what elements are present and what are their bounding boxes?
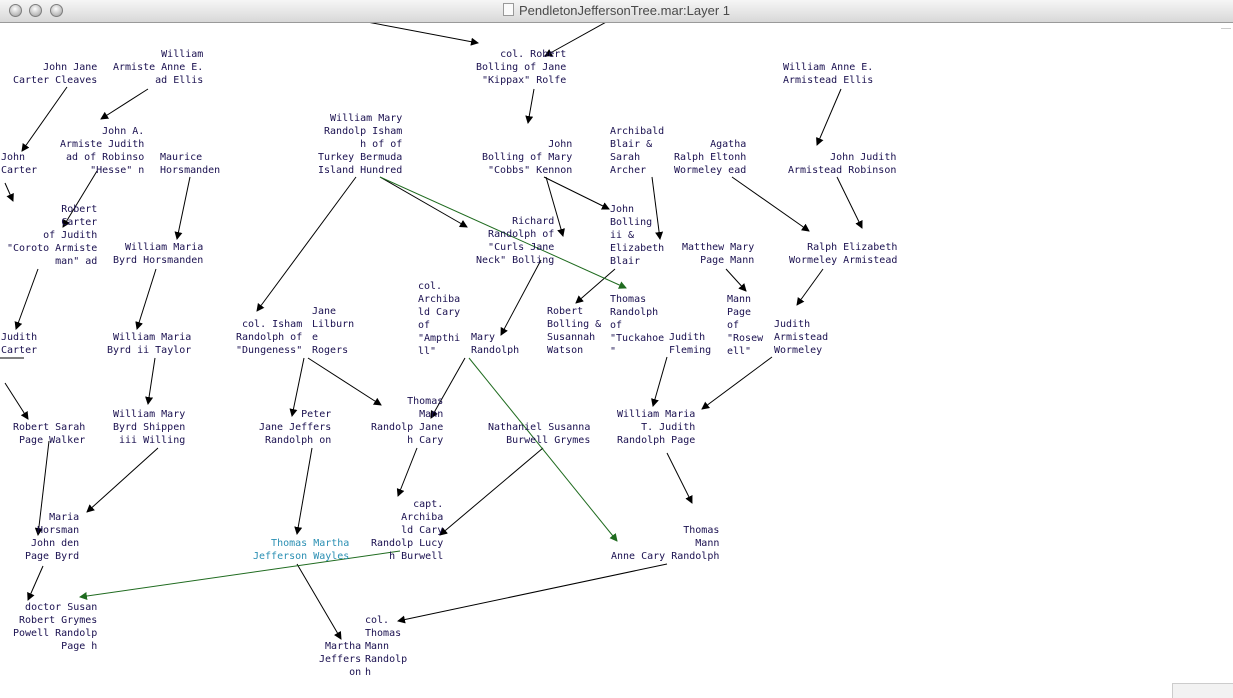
couple-ralph-wormeley-elizabeth-armistead[interactable]: Ralph Elizabeth Wormeley Armistead — [789, 242, 898, 266]
window-title: PendletonJeffersonTree.mar:Layer 1 — [0, 3, 1233, 18]
edge — [575, 268, 616, 304]
couple-ralph-wormeley-agatha-eltonhead[interactable]: Agatha Ralph Eltonh Wormeley ead — [674, 139, 747, 176]
couple-william-armistead-anne-ellis-right[interactable]: William Anne E. Armistead Ellis — [783, 62, 874, 86]
couple-matthew-page-mary-mann[interactable]: Matthew Mary Page Mann — [682, 242, 755, 266]
edge — [100, 88, 149, 120]
edge — [34, 440, 50, 536]
edge — [296, 563, 342, 640]
edge — [145, 357, 156, 405]
couple-william-randolph-mary-isham[interactable]: William Mary Randolp Isham h of of Turke… — [318, 113, 403, 176]
edge — [500, 259, 542, 336]
person-mann-page-rosewell[interactable]: Mann Page of "Rosew ell" — [727, 294, 764, 357]
person-martha-jefferson[interactable]: Martha Jeffers on — [319, 641, 362, 678]
edge — [543, 176, 610, 210]
edge — [544, 23, 606, 57]
close-window-button[interactable] — [9, 4, 22, 17]
edge — [369, 23, 479, 46]
person-judith-fleming[interactable]: Judith Fleming — [669, 332, 712, 356]
edge — [525, 88, 535, 124]
tree-edges — [0, 23, 863, 640]
couple-william-byrd-maria-horsmanden[interactable]: William Maria Byrd Horsmanden — [113, 242, 204, 266]
edge — [796, 268, 824, 306]
edge — [4, 182, 14, 202]
edge — [27, 565, 44, 601]
edge — [651, 356, 668, 407]
green-edge — [79, 550, 401, 600]
edge — [174, 176, 191, 240]
edge — [651, 176, 664, 240]
edge — [397, 563, 668, 624]
person-col-isham-randolph-dungeness[interactable]: col. Isham Randolph of "Dungeness" — [236, 319, 303, 356]
couple-william-byrd-iii-mary-willing[interactable]: William Mary Byrd Shippen iii Willing — [113, 409, 186, 446]
edge — [307, 357, 382, 406]
edge — [135, 268, 157, 330]
person-maurice-horsmanden[interactable]: Maurice Horsmanden — [160, 152, 221, 176]
person-col-thomas-mann-randolph[interactable]: col. Thomas Mann Randolp h — [365, 615, 408, 678]
minimize-window-button[interactable] — [29, 4, 42, 17]
edge — [731, 176, 810, 232]
resize-grip[interactable] — [1172, 683, 1233, 698]
couple-thomas-jefferson-martha-wayles[interactable]: Thomas Martha Jefferson Wayles — [253, 538, 350, 562]
green-edge — [379, 176, 627, 289]
edge — [666, 452, 693, 504]
edge — [289, 357, 305, 417]
couple-john-armistead-judith-robinson-right[interactable]: John Judith Armistead Robinson — [788, 152, 897, 176]
edge — [294, 447, 313, 535]
green-edge — [468, 357, 618, 542]
couple-nathaniel-burwell-susanna-grymes[interactable]: Nathaniel Susanna Burwell Grymes — [488, 422, 591, 446]
person-thomas-randolph-tuckahoe[interactable]: Thomas Randolph of "Tuckahoe " — [610, 294, 665, 357]
couple-john-bolling-mary-kennon[interactable]: John Bolling of Mary "Cobbs" Kennon — [482, 139, 573, 176]
couple-doctor-robert-powell-page-susan-grymes-randolph[interactable]: doctor Susan Robert Grymes Powell Randol… — [13, 602, 98, 652]
couple-col-robert-bolling-jane-rolfe[interactable]: col. Robert Bolling of Jane "Kippax" Rol… — [476, 49, 567, 86]
couple-william-armistead-anne-ellis[interactable]: William Armiste Anne E. ad Ellis — [113, 49, 204, 86]
edge — [379, 176, 468, 228]
couple-william-byrd-ii-maria-taylor[interactable]: William Maria Byrd ii Taylor — [107, 332, 192, 356]
edge — [816, 88, 842, 146]
edge — [701, 356, 773, 410]
edge — [545, 176, 565, 237]
scroll-corner — [1221, 23, 1231, 29]
edge — [256, 176, 357, 312]
edge — [725, 268, 747, 292]
couple-john-page-maria-horsmanden-byrd[interactable]: Maria Horsman John den Page Byrd — [25, 512, 80, 562]
couple-john-armistead-judith-robinson[interactable]: John A. Armiste Judith ad of Robinso "He… — [60, 126, 145, 176]
couple-anne-cary-thomas-mann-randolph[interactable]: Thomas Mann Anne Cary Randolph — [611, 525, 720, 562]
couple-robert-bolling-susannah-watson[interactable]: Robert Bolling & Susannah Watson — [547, 306, 602, 356]
edge — [430, 357, 466, 419]
edge — [86, 447, 159, 513]
couple-robert-page-sarah-walker[interactable]: Robert Sarah Page Walker — [13, 422, 86, 446]
person-john-carter[interactable]: John Carter — [1, 152, 38, 176]
couple-john-bolling-ii-elizabeth-blair[interactable]: John Bolling ii & Elizabeth Blair — [610, 204, 665, 267]
couple-capt-archibald-cary-randolph-lucy-burwell[interactable]: capt. Archiba ld Cary Randolp Lucy h Bur… — [371, 499, 444, 562]
zoom-window-button[interactable] — [50, 4, 63, 17]
person-mary-randolph[interactable]: Mary Randolph — [471, 332, 520, 356]
edge — [21, 86, 68, 152]
edge — [62, 170, 98, 228]
couple-jane-randolph-peter-jefferson[interactable]: Peter Jane Jeffers Randolph on — [259, 409, 332, 446]
edge — [439, 447, 544, 536]
couple-william-t-randolph-maria-judith-page[interactable]: William Maria T. Judith Randolph Page — [617, 409, 696, 446]
document-icon — [502, 3, 514, 16]
edge — [14, 268, 39, 330]
window-titlebar: PendletonJeffersonTree.mar:Layer 1 — [0, 0, 1233, 23]
edge — [836, 176, 863, 229]
couple-archibald-blair-sarah-archer[interactable]: Archibald Blair & Sarah Archer — [610, 126, 665, 176]
family-tree-canvas: John Jane Carter Cleaves William Armiste… — [0, 23, 1233, 698]
person-judith-armistead-wormeley[interactable]: Judith Armistead Wormeley — [774, 319, 829, 356]
couple-richard-randolph-jane-bolling[interactable]: Richard Randolph of "Curls Jane Neck" Bo… — [476, 216, 555, 266]
person-judith-carter[interactable]: Judith Carter — [1, 332, 38, 356]
person-col-archibald-cary[interactable]: col. Archiba ld Cary of "Ampthi ll" — [418, 281, 461, 357]
couple-thomas-mann-randolph-jane-cary[interactable]: Thomas Mann Randolp Jane h Cary — [371, 396, 444, 446]
couple-john-carter-jane-cleaves[interactable]: John Jane Carter Cleaves — [13, 62, 98, 86]
edge — [4, 382, 29, 420]
couple-robert-carter-judith-armistead[interactable]: Robert Carter of Judith "Coroto Armiste … — [7, 204, 98, 267]
person-jane-lilburne-rogers[interactable]: Jane Lilburn e Rogers — [312, 306, 355, 356]
edge — [396, 447, 418, 497]
